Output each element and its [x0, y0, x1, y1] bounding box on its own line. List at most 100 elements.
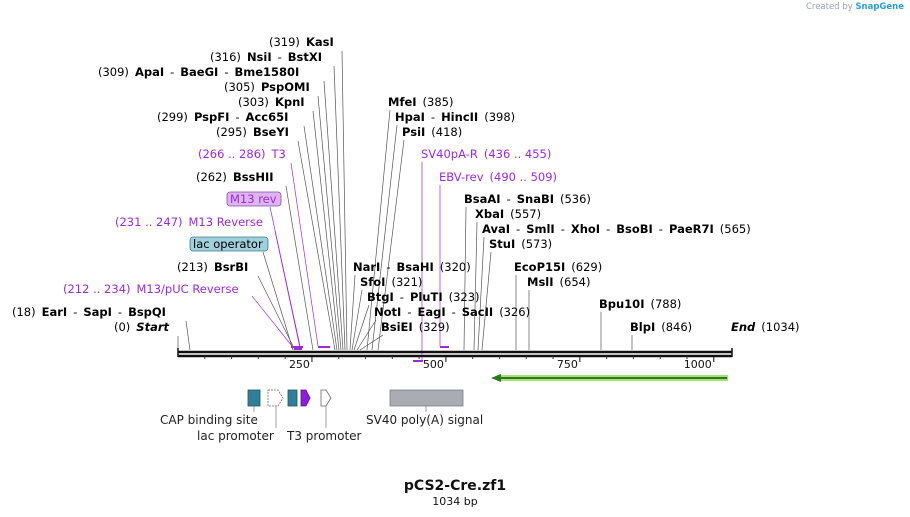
m13reverse-label: (231 .. 247)M13 Reverse [115, 215, 263, 229]
pspfi-label-part: (299) [157, 110, 188, 124]
psii-label-part: (418) [431, 125, 462, 139]
lacop-label-part: lac operator [193, 237, 263, 251]
primer-bars [291, 346, 449, 362]
stui-label: StuI(573) [489, 237, 552, 251]
msli-label: MslI(654) [527, 275, 590, 289]
map-labels: (319)KasI(316)NsiI-BstXI(309)ApaI-BaeGI-… [12, 35, 800, 443]
bsiei-label-part: BsiEI [381, 320, 413, 334]
apai-label-part: (309) [98, 65, 129, 79]
apai-label-part: ApaI [135, 65, 164, 79]
feature-label-cap: CAP binding site [160, 413, 258, 427]
brand-name: SnapGene [855, 2, 904, 12]
kasi-label-part: (319) [269, 35, 300, 49]
feature-label-lacp: lac promoter [197, 429, 274, 443]
ecop15i-label: EcoP15I(629) [514, 260, 602, 274]
pspfi-label-part: - [235, 110, 239, 124]
noti-label-part: EagI [417, 305, 445, 319]
kpni-label: (303) KpnI [238, 95, 305, 109]
hpai-label-part: HpaI [395, 110, 425, 124]
brand-prefix: Created by [805, 2, 853, 12]
avai-label-part: - [606, 222, 610, 236]
psii-label: PsiI(418) [402, 125, 462, 139]
hpai-label: HpaI-HincII(398) [395, 110, 515, 124]
plasmid-title: pCS2-Cre.zf1 [403, 478, 507, 494]
avai-label-part: - [659, 222, 663, 236]
bpu10i-label-part: Bpu10I [599, 297, 644, 311]
btgi-label-part: - [400, 290, 404, 304]
t3-site-arrow [300, 389, 311, 407]
end-label-part: End [731, 320, 756, 334]
nsii-label-part: (316) [210, 50, 241, 64]
apai-label: (309)ApaI-BaeGI-Bme1580I [98, 65, 299, 79]
eari-label-part: EarI [42, 305, 68, 319]
stui-label-part: StuI [489, 237, 515, 251]
btgi-label-part: BtgI [367, 290, 394, 304]
btgi-label-part: (323) [449, 290, 480, 304]
pspfi-label: (299) PspFI-Acc65I [157, 110, 288, 124]
end-label: End (1034) [731, 320, 800, 334]
sfoi-label-part: SfoI [360, 275, 385, 289]
m13reverse-label-part: M13 Reverse [189, 215, 263, 229]
sfoi-label: SfoI(321) [360, 275, 422, 289]
mfei-label-part: MfeI [388, 95, 417, 109]
noti-label-part: NotI [374, 305, 401, 319]
avai-label-part: BsoBI [616, 222, 653, 236]
lac-operator-label-box [189, 236, 269, 252]
m13puc-label-part: M13/pUC Reverse [137, 282, 239, 296]
bsaai-label-part: (536) [560, 192, 591, 206]
btgi-label: BtgI-PluTI (323) [367, 290, 480, 304]
nsii-label-part: BstXI [288, 50, 322, 64]
cds-arrow [491, 374, 728, 382]
avai-label-part: - [516, 222, 520, 236]
ecop15i-label-part: (629) [571, 260, 602, 274]
snapgene-brand: Created by SnapGene [806, 2, 904, 12]
leader-lines [177, 50, 633, 360]
apai-label-part: - [170, 65, 174, 79]
ebv-label-part: (490 .. 509) [490, 170, 558, 184]
nsii-label-part: - [278, 50, 282, 64]
feature-glyphs [247, 389, 464, 428]
axis-tick-label: 250 [289, 358, 310, 371]
start-label: (0)Start [114, 320, 170, 334]
t3-label-part: T3 [271, 147, 286, 161]
kpni-label-part: KpnI [275, 95, 305, 109]
end-label-part: (1034) [761, 320, 799, 334]
axis-tick-label: 500 [423, 358, 444, 371]
pspfi-label-part: Acc65I [246, 110, 289, 124]
start-label-part: (0) [114, 320, 130, 334]
kasi-label-part: KasI [306, 35, 334, 49]
pspfi-label-part: PspFI [194, 110, 229, 124]
bsshii-label-part: (262) [196, 170, 227, 184]
hpai-label-part: (398) [484, 110, 515, 124]
apai-label-part: Bme1580I [234, 65, 299, 79]
avai-label: AvaI-SmlI-XhoI-BsoBI-PaeR7I(565) [482, 222, 751, 236]
lacop-label: lac operator [193, 237, 263, 251]
sv40pa-label: SV40pA-R(436 .. 455) [421, 147, 551, 161]
apai-label-part: BaeGI [180, 65, 218, 79]
xbai-label-part: (557) [510, 207, 541, 221]
msli-label-part: MslI [527, 275, 554, 289]
eari-label: (18)EarI-SapI-BspQI [12, 305, 166, 319]
eari-label-part: BspQI [128, 305, 166, 319]
bsaai-label-part: - [507, 192, 511, 206]
apai-label-part: - [224, 65, 228, 79]
xbai-label: XbaI(557) [475, 207, 541, 221]
bsiei-label-part: (329) [419, 320, 450, 334]
nari-label: NarI-BsaHI(320) [353, 260, 471, 274]
noti-label: NotI-EagI-SacII(326) [374, 305, 530, 319]
lac-promoter-arrow [267, 389, 284, 407]
btgi-label-part: PluTI [410, 290, 443, 304]
t3-label-part: (266 .. 286) [198, 147, 266, 161]
pspomi-label-part: PspOMI [261, 80, 310, 94]
bsrbi-label-part: (213) [177, 260, 208, 274]
kpni-label-part: (303) [238, 95, 269, 109]
blpi-label: BlpI(846) [630, 320, 692, 334]
bsaai-label: BsaAI-SnaBI(536) [464, 192, 591, 206]
sequence-backbone [177, 348, 733, 358]
bpu10i-label-part: (788) [650, 297, 681, 311]
avai-label-part: XhoI [571, 222, 600, 236]
sv40-polya-box [389, 389, 464, 407]
m13puc-label: (212 .. 234)M13/pUC Reverse [63, 282, 239, 296]
noti-label-part: - [452, 305, 456, 319]
